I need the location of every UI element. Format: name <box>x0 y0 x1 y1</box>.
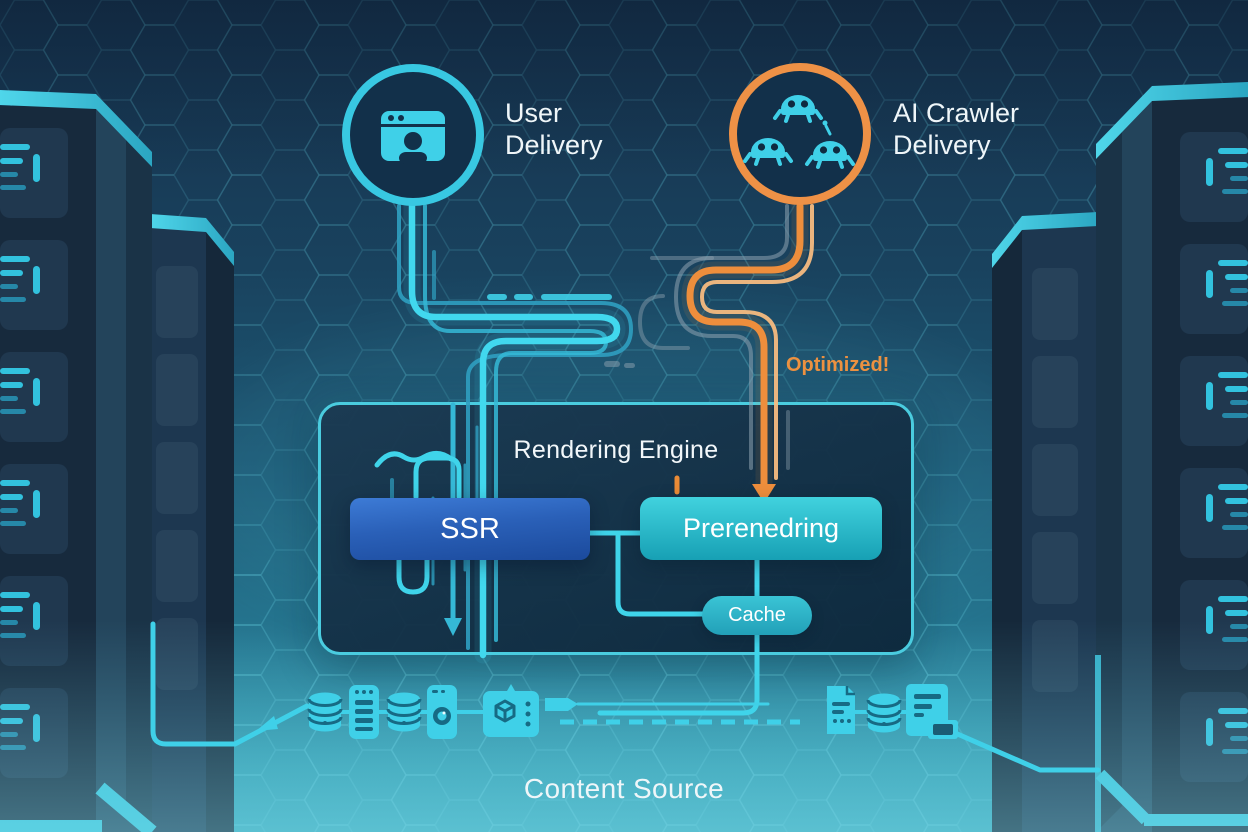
ai-crawler-circle <box>729 63 871 205</box>
robot-swarm-icon <box>743 93 855 169</box>
gray-dashes <box>604 361 635 368</box>
signal-dashes <box>487 294 612 300</box>
arrow-left-icon <box>256 716 278 731</box>
card-icon <box>928 720 958 739</box>
mobile-icon <box>427 685 457 739</box>
cache-node: Cache <box>702 596 812 635</box>
rendering-engine-title: Rendering Engine <box>513 436 719 464</box>
prerendering-label: Prerenedring <box>682 513 840 543</box>
package-icon <box>483 684 539 737</box>
user-delivery-label: User Delivery <box>505 98 603 160</box>
plug-icon <box>545 698 770 711</box>
connector-ssr-cache <box>615 533 707 617</box>
ai-crawler-delivery-label: AI Crawler Delivery <box>893 98 1020 160</box>
crawler-delivery-pipes <box>637 202 814 495</box>
prerendering-node: Prerenedring <box>640 497 882 560</box>
arrow-down-icon <box>752 484 776 503</box>
database-icon <box>386 691 422 733</box>
connector-cache-content <box>597 627 760 716</box>
browser-user-icon <box>381 111 445 164</box>
connector-content-left-rack <box>150 621 310 747</box>
ssr-label: SSR <box>440 512 500 545</box>
database-icon <box>866 692 902 734</box>
optimized-label: Optimized! <box>786 354 890 376</box>
database-icon <box>307 691 343 733</box>
content-source-row <box>150 621 1101 773</box>
content-source-label: Content Source <box>523 773 725 804</box>
connector-content-right-rack <box>943 726 1101 773</box>
file-icon <box>827 686 855 734</box>
cache-label: Cache <box>728 604 786 626</box>
user-delivery-circle <box>342 64 484 206</box>
arrow-down-icon <box>444 618 462 636</box>
server-tower-icon <box>349 685 379 739</box>
ssr-node: SSR <box>350 498 590 560</box>
user-delivery-pipes <box>397 202 634 659</box>
